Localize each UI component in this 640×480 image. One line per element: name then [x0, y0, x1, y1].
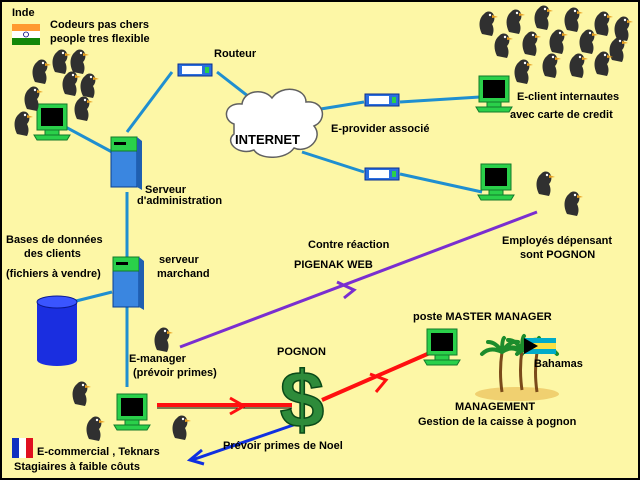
eclient-label-line2: avec carte de credit: [510, 109, 613, 121]
codeurs-label-line2: people tres flexible: [50, 33, 150, 45]
link-marchand-db: [71, 290, 113, 304]
lower-router-icon: [364, 167, 400, 181]
db-label-line1: Bases de données: [6, 234, 103, 246]
db-label-line2: des clients: [24, 248, 81, 260]
router-icon: [177, 63, 213, 77]
ecommercial-label-line1: E-commercial , Teknars: [37, 446, 160, 458]
codeurs-label-line1: Codeurs pas chers: [50, 19, 150, 31]
database-icon: [36, 295, 78, 366]
inde-label: Inde: [12, 7, 35, 19]
india-flag-icon: [12, 24, 40, 45]
poste-master-label: poste MASTER MANAGER: [413, 311, 552, 323]
master-computer-icon: [423, 328, 461, 366]
dollar-icon: $: [280, 355, 325, 444]
eclient-label-line1: E-client internautes: [517, 91, 620, 103]
bahamas-label: Bahamas: [534, 358, 583, 370]
employees-computer-icon: [477, 163, 515, 201]
primes-arrow: [186, 420, 303, 466]
merchant-server-label-line2: marchand: [157, 268, 210, 280]
contre-reaction-arrow: [179, 210, 538, 349]
routeur-label: Routeur: [214, 48, 257, 60]
emanager-label-line1: E-manager: [129, 353, 186, 365]
employees-pigeons: [536, 171, 583, 216]
employees-label-line2: sont POGNON: [520, 249, 596, 261]
emanager-label-line2: (prévoir primes): [133, 367, 217, 379]
admin-server-label-line1: Serveur: [145, 184, 186, 196]
link-provider-eclient: [399, 95, 481, 104]
link-lowrouter-employees: [399, 172, 483, 194]
eprovider-label: E-provider associé: [331, 123, 430, 135]
management-label-line2: Gestion de la caisse à pognon: [418, 416, 577, 428]
eclient-pigeons: [479, 5, 633, 84]
link-internet-lowrouter: [301, 150, 365, 174]
admin-server-label-line2: d'administration: [137, 195, 223, 207]
merchant-server-icon: [112, 256, 145, 311]
france-flag-icon: [12, 438, 33, 458]
eclient-computer-icon: [475, 75, 513, 113]
emanager-pigeon: [154, 327, 173, 352]
link-admin-router: [125, 71, 174, 133]
coders-computer-icon: [33, 103, 71, 141]
pognon-label: POGNON: [277, 346, 326, 358]
contre-reaction-label: Contre réaction: [308, 239, 390, 251]
palm-island-icon: [475, 334, 559, 401]
internet-cloud: [225, 88, 324, 158]
management-label-line1: MANAGEMENT: [455, 401, 536, 413]
db-label-line3: (fichiers à vendre): [6, 268, 101, 280]
pigenak-label: PIGENAK WEB: [294, 259, 373, 271]
bahamas-flag-icon: [524, 338, 556, 354]
ecommercial-computer-icon: [113, 393, 151, 431]
employees-label-line1: Employés dépensant: [502, 235, 613, 247]
internet-label: INTERNET: [235, 132, 300, 147]
provider-router-icon: [364, 93, 400, 107]
merchant-server-label-line1: serveur: [159, 254, 199, 266]
prevoir-primes-label: Prévoir primes de Noel: [223, 440, 343, 452]
ecommercial-label-line2: Stagiaires à faible côuts: [14, 461, 140, 473]
money-arrows: [157, 350, 433, 416]
admin-server-icon: [110, 136, 143, 191]
